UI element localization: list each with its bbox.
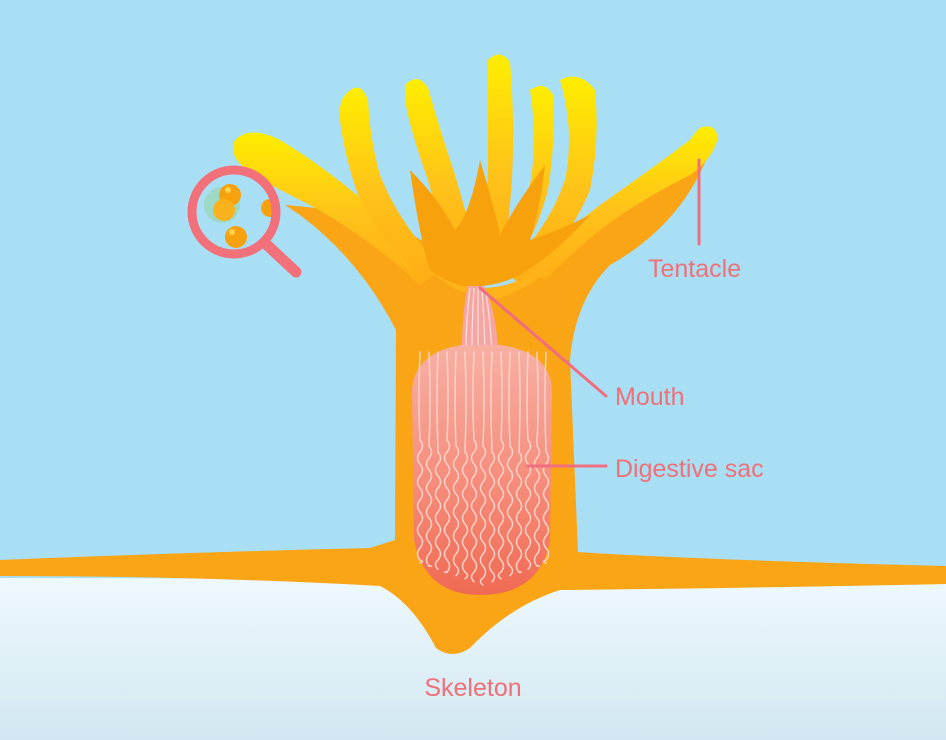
zooxanthella-cell (225, 226, 247, 248)
zooxanthella-cell (213, 199, 235, 221)
oral-disc (410, 160, 590, 287)
filament (524, 351, 532, 570)
filament (470, 351, 478, 583)
oral-disc-rim (430, 255, 560, 299)
magnifier-icon (187, 165, 302, 278)
pharynx (462, 286, 498, 350)
filament (506, 351, 514, 577)
filament (416, 351, 424, 564)
mouth-leader-line (478, 286, 608, 398)
filament (443, 351, 451, 574)
filament (434, 351, 442, 570)
mouth-label: Mouth (615, 383, 685, 411)
tentacle-left (232, 132, 440, 285)
filament (425, 351, 433, 567)
digestive-sac-filaments (416, 351, 550, 586)
digestive-sac (412, 345, 552, 595)
filament (515, 351, 523, 574)
pharynx-stripes (465, 287, 493, 351)
digestive-sac-label: Digestive sac (615, 455, 764, 483)
filament (479, 351, 487, 586)
tentacle-center-right (490, 86, 554, 280)
tentacle-right (505, 76, 597, 286)
filament (497, 351, 505, 580)
filament (461, 351, 469, 580)
filament (542, 351, 550, 564)
tentacle-far-right (530, 126, 718, 280)
skeleton (0, 578, 946, 740)
leader-lines (478, 158, 701, 468)
filament (452, 351, 460, 577)
tentacle-label: Tentacle (648, 255, 742, 283)
skeleton-label: Skeleton (424, 674, 522, 702)
filament (488, 351, 496, 583)
tentacle-left-2 (339, 87, 440, 280)
filament (533, 351, 541, 567)
